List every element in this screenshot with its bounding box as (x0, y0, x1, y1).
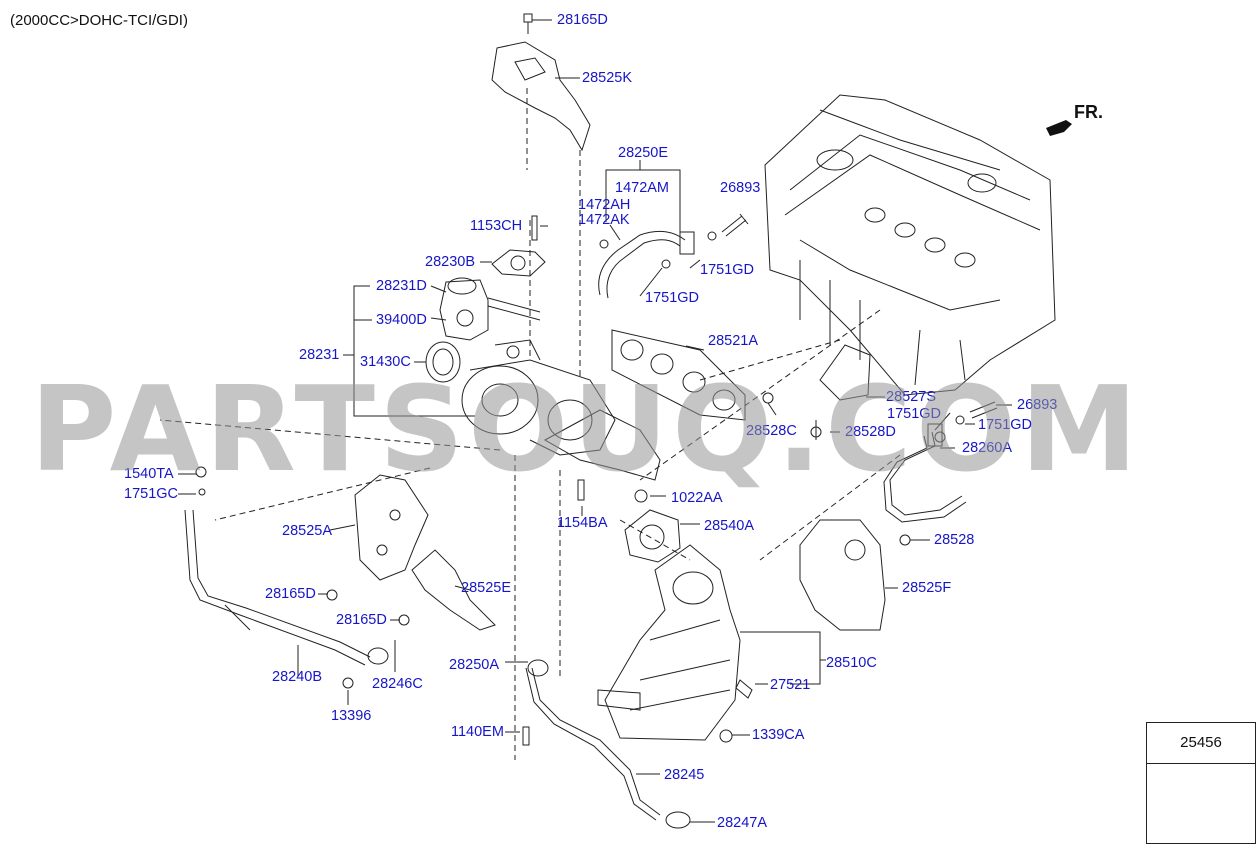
gasket-28540a (624, 509, 681, 563)
part-callout-26893[interactable]: 26893 (1017, 397, 1058, 413)
part-callout-28246c[interactable]: 28246C (372, 676, 423, 692)
oil-return-pipe (184, 509, 371, 666)
part-callout-28240b[interactable]: 28240B (272, 669, 322, 685)
seal-ring-31430c (425, 341, 461, 383)
part-callout-1472am[interactable]: 1472AM (615, 180, 670, 196)
legend-part-number: 25456 (1147, 723, 1255, 764)
engine-spec-header: (2000CC>DOHC-TCI/GDI) (10, 12, 188, 29)
part-callout-28245[interactable]: 28245 (664, 767, 705, 783)
part-callout-28250a[interactable]: 28250A (449, 657, 499, 673)
part-callout-1154ba[interactable]: 1154BA (557, 515, 608, 531)
part-callout-28528[interactable]: 28528 (934, 532, 975, 548)
part-callout-28525e[interactable]: 28525E (461, 580, 511, 596)
bolt-28165d-top (523, 13, 533, 34)
part-callout-28165d[interactable]: 28165D (557, 12, 608, 28)
front-arrow-icon (1046, 120, 1072, 136)
turbocharger (461, 339, 616, 456)
part-callout-1540ta[interactable]: 1540TA (124, 466, 174, 482)
part-callout-1751gd[interactable]: 1751GD (887, 406, 942, 422)
part-callout-28250e[interactable]: 28250E (618, 145, 668, 161)
part-callout-27521[interactable]: 27521 (770, 677, 811, 693)
front-direction-label: FR. (1074, 102, 1103, 122)
part-callout-28527s[interactable]: 28527S (886, 389, 936, 405)
heat-shield-28525a (354, 474, 429, 581)
part-callout-28528c[interactable]: 28528C (746, 423, 797, 439)
part-callout-28525k[interactable]: 28525K (582, 70, 632, 86)
part-callout-13396[interactable]: 13396 (331, 708, 372, 724)
part-callout-1339ca[interactable]: 1339CA (752, 727, 805, 743)
part-callout-1751gd[interactable]: 1751GD (645, 290, 700, 306)
part-callout-28525a[interactable]: 28525A (282, 523, 332, 539)
bracket-28527s (819, 344, 871, 401)
part-callout-1751gd[interactable]: 1751GD (700, 262, 755, 278)
part-callout-1022aa[interactable]: 1022AA (671, 490, 723, 506)
heat-shield-upper (491, 41, 591, 152)
part-callout-28510c[interactable]: 28510C (826, 655, 877, 671)
part-callout-1751gd[interactable]: 1751GD (978, 417, 1033, 433)
oil-feed-pipe (598, 230, 686, 299)
manifold-gasket (611, 329, 746, 421)
part-callout-1472ak[interactable]: 1472AK (578, 212, 630, 228)
part-callout-28165d[interactable]: 28165D (265, 586, 316, 602)
legend-part-box[interactable]: 25456 (1146, 722, 1256, 844)
part-callout-28525f[interactable]: 28525F (902, 580, 952, 596)
part-callout-28230b[interactable]: 28230B (425, 254, 475, 270)
part-callout-26893[interactable]: 26893 (720, 180, 761, 196)
leader-lines (178, 19, 1012, 823)
part-callout-28528d[interactable]: 28528D (845, 424, 896, 440)
heat-shield-28525f (799, 519, 886, 631)
part-callout-28247a[interactable]: 28247A (717, 815, 767, 831)
part-callout-28521a[interactable]: 28521A (708, 333, 758, 349)
part-callout-28260a[interactable]: 28260A (962, 440, 1012, 456)
part-callout-1751gc[interactable]: 1751GC (124, 486, 179, 502)
part-callout-28540a[interactable]: 28540A (704, 518, 754, 534)
catalytic-converter (597, 544, 741, 741)
wastegate-actuator (439, 277, 541, 341)
part-callout-28231d[interactable]: 28231D (376, 278, 427, 294)
coolant-pipe-28260a (883, 431, 967, 523)
part-callout-39400d[interactable]: 39400D (376, 312, 427, 328)
part-callout-1153ch[interactable]: 1153CH (470, 218, 523, 234)
part-callout-1472ah[interactable]: 1472AH (578, 197, 631, 213)
turbo-pipe-28245 (525, 667, 661, 821)
part-callout-1140em[interactable]: 1140EM (451, 724, 504, 740)
part-callout-28231[interactable]: 28231 (299, 347, 340, 363)
part-callout-31430c[interactable]: 31430C (360, 354, 411, 370)
gasket-28230b (491, 249, 546, 277)
part-callout-28165d[interactable]: 28165D (336, 612, 387, 628)
heat-shield-28525e (411, 549, 496, 631)
engine-block (764, 94, 1056, 396)
exhaust-manifold (543, 409, 661, 481)
